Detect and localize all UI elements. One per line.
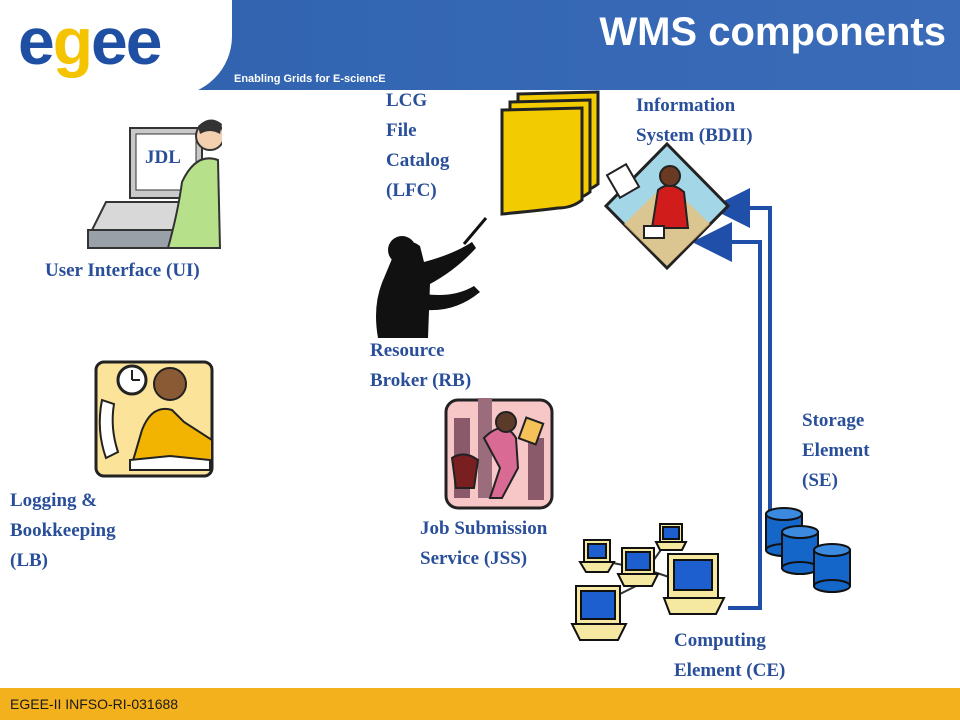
computing-element-icon: [570, 523, 726, 641]
footer-text: EGEE-II INFSO-RI-031688: [10, 696, 179, 712]
user-interface-icon: [87, 119, 222, 249]
logo-e1: e: [18, 4, 55, 78]
file-catalog-icon: [500, 90, 600, 216]
resource-broker-icon: [376, 217, 488, 338]
se-to-bdii-arrow: [710, 188, 772, 515]
page-title: WMS components: [599, 10, 946, 54]
ce-to-bdii-arrow: [692, 222, 762, 610]
tagline: Enabling Grids for E-sciencE: [234, 73, 386, 85]
logging-bookkeeping-icon: [94, 360, 214, 478]
information-system-icon: [604, 142, 730, 270]
jdl-label: JDL: [145, 147, 181, 168]
egee-logo: egee: [18, 8, 162, 74]
logo-panel: egee: [0, 0, 232, 96]
logo-g: g: [52, 4, 93, 78]
user-interface-label: User Interface (UI): [45, 260, 200, 281]
logging-bookkeeping-label: Logging & Bookkeeping (LB): [10, 490, 116, 571]
storage-element-icon: [765, 507, 851, 593]
job-submission-icon: [444, 398, 554, 510]
bdii-label: Information System (BDII): [636, 95, 753, 146]
footer-bar: EGEE-II INFSO-RI-031688: [0, 688, 960, 720]
job-submission-label: Job Submission Service (JSS): [420, 518, 548, 569]
resource-broker-label: Resource Broker (RB): [370, 340, 472, 391]
computing-element-label: Computing Element (CE): [674, 630, 786, 681]
logo-e2: ee: [91, 4, 162, 78]
lfc-label: LCG File Catalog (LFC): [386, 90, 450, 201]
storage-element-label: Storage Element (SE): [802, 410, 870, 491]
